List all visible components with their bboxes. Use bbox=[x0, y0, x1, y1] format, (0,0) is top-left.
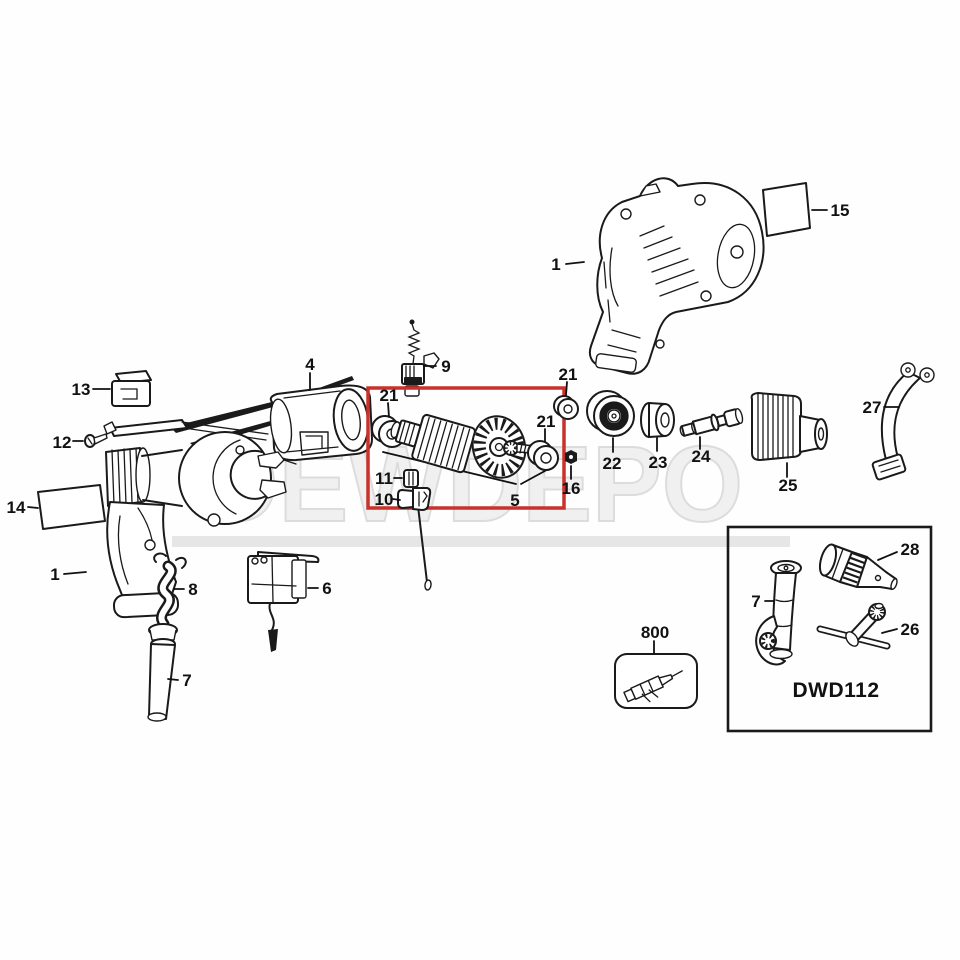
leader-10 bbox=[392, 498, 401, 501]
callout-27: 27 bbox=[863, 398, 882, 417]
callout-6: 6 bbox=[322, 579, 331, 598]
highlight-box bbox=[366, 386, 566, 510]
callout-28: 28 bbox=[901, 540, 920, 559]
side-handle-part-7 bbox=[755, 560, 802, 666]
callout-14: 14 bbox=[7, 498, 26, 517]
field-coil-part-4 bbox=[170, 376, 373, 462]
leader-1-left bbox=[63, 571, 87, 575]
keyed-chuck-part-28 bbox=[818, 543, 898, 590]
callout-7-kit: 7 bbox=[751, 592, 760, 611]
callout-11: 11 bbox=[375, 469, 393, 488]
callout-16: 16 bbox=[562, 479, 581, 498]
spindle-part-24 bbox=[679, 408, 744, 437]
washer-part-21-top bbox=[553, 395, 579, 420]
callout-9: 9 bbox=[441, 357, 450, 376]
drill-bit-icon bbox=[623, 670, 683, 703]
ball-bearing-part-22 bbox=[586, 390, 635, 437]
commutator-fan bbox=[471, 415, 527, 479]
drill-housing-rear-part-1 bbox=[588, 177, 765, 375]
leader-7-left bbox=[167, 678, 179, 681]
screw-part-12 bbox=[84, 433, 108, 448]
callout-15: 15 bbox=[831, 201, 850, 220]
callout-10: 10 bbox=[375, 490, 394, 509]
brush-spring-part-9 bbox=[401, 319, 440, 397]
switch-part-6 bbox=[247, 551, 320, 652]
chuck-key-part-26 bbox=[816, 602, 891, 650]
leader-14 bbox=[27, 506, 39, 509]
callout-4: 4 bbox=[305, 355, 315, 374]
chuck-part-25 bbox=[750, 392, 828, 461]
accessory-box-800 bbox=[614, 653, 698, 709]
callout-5: 5 bbox=[510, 491, 519, 510]
nut-part-16 bbox=[565, 450, 577, 464]
callout-22: 22 bbox=[603, 454, 622, 473]
callout-7-left: 7 bbox=[182, 671, 191, 690]
brush-holder-part-11 bbox=[403, 469, 419, 488]
armature-part-5 bbox=[382, 413, 555, 485]
bracket-part-10 bbox=[397, 487, 432, 591]
callout-21-top: 21 bbox=[559, 365, 578, 384]
callout-21-left: 21 bbox=[380, 386, 399, 405]
callout-1-top: 1 bbox=[551, 255, 560, 274]
callout-12: 12 bbox=[53, 433, 72, 452]
kit-box: 7 28 26 DWD112 bbox=[726, 525, 933, 733]
callout-25: 25 bbox=[779, 476, 798, 495]
kit-model-label: DWD112 bbox=[792, 679, 879, 702]
leader-26 bbox=[881, 628, 898, 634]
callout-23: 23 bbox=[649, 453, 668, 472]
handle-tube-part-7 bbox=[147, 638, 176, 722]
cord-protector-part-8 bbox=[148, 552, 187, 641]
leader-21-left bbox=[387, 402, 390, 418]
nameplate-part-15 bbox=[762, 182, 811, 237]
watermark-bar bbox=[172, 536, 790, 547]
leader-1-top bbox=[565, 261, 585, 265]
leader-28 bbox=[877, 551, 898, 561]
bearing-part-21-right bbox=[527, 440, 559, 471]
callout-24: 24 bbox=[692, 447, 711, 466]
callout-13: 13 bbox=[72, 380, 91, 399]
leader-21-top bbox=[565, 381, 568, 396]
strap-part-27 bbox=[871, 362, 935, 481]
nameplate-part-14 bbox=[37, 484, 106, 530]
callout-800: 800 bbox=[641, 623, 669, 642]
callout-26: 26 bbox=[901, 620, 920, 639]
callout-8: 8 bbox=[188, 580, 197, 599]
spacer-part-23 bbox=[640, 402, 675, 438]
brush-cap-part-13 bbox=[111, 370, 152, 407]
callout-21-right: 21 bbox=[537, 412, 556, 431]
callout-1-left: 1 bbox=[50, 565, 59, 584]
